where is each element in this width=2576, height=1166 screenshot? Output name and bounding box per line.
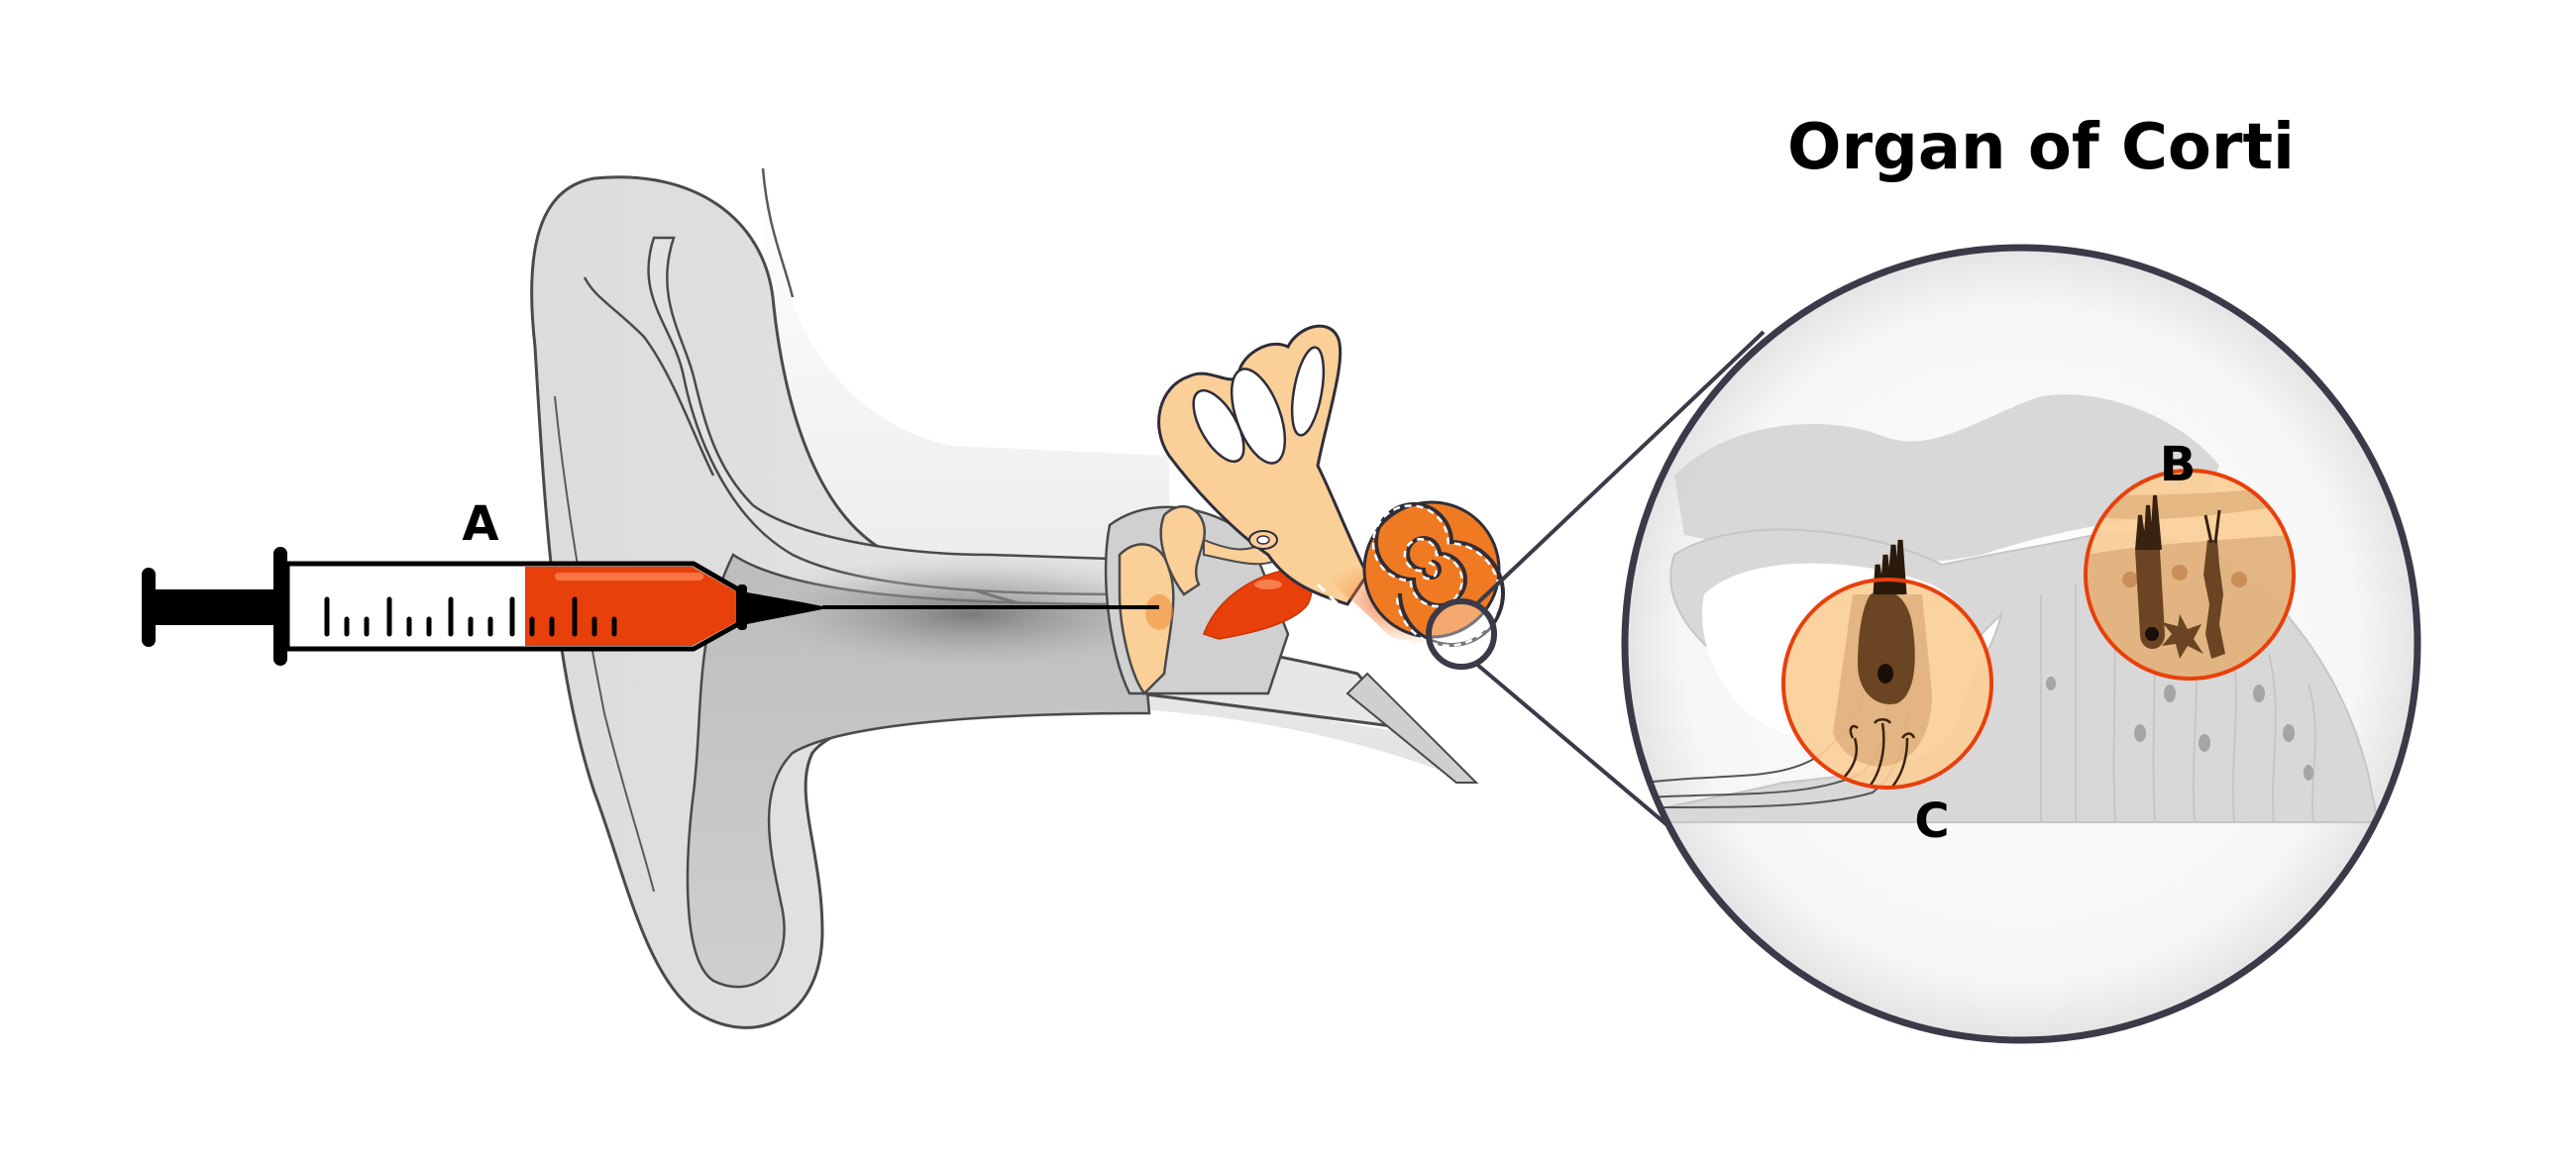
zoom-line-top: [1474, 330, 1766, 606]
outer-hair-cells-and-supporting-cells: [2084, 469, 2296, 681]
ear-canal-shadow: [733, 555, 1209, 674]
diagram-title: Organ of Corti: [1787, 111, 2295, 184]
label-c: C: [1914, 794, 1949, 849]
inner-ear: [1157, 324, 1369, 606]
syringe: [142, 547, 1159, 666]
organ-of-corti-magnified-view: [1621, 244, 2421, 1044]
label-a: A: [462, 496, 498, 552]
label-b: B: [2160, 437, 2197, 492]
inner-hair-cell: [1781, 539, 1993, 790]
cochlea-zoom-ring: [1426, 598, 1497, 670]
middle-ear: [1104, 505, 1479, 784]
